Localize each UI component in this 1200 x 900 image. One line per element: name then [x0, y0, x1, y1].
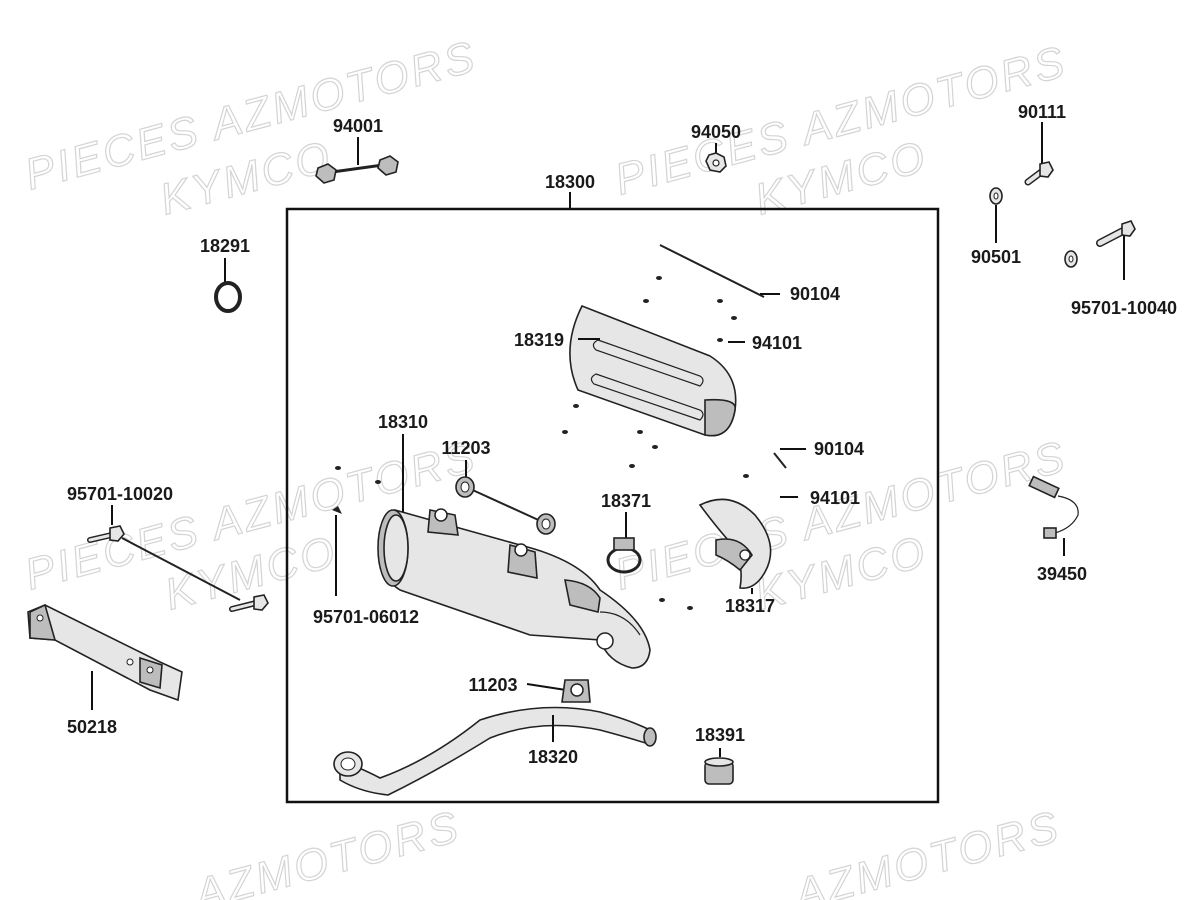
label-11203-b: 11203 — [468, 675, 517, 695]
svg-text:AZMOTORS: AZMOTORS — [187, 802, 466, 900]
part-18391-collar — [704, 748, 734, 785]
label-18317: 18317 — [725, 596, 775, 616]
part-39450-sensor — [1028, 475, 1079, 556]
label-18300: 18300 — [545, 172, 595, 192]
part-18317-end-cap — [659, 498, 772, 610]
label-95701-10040: 95701-10040 — [1071, 298, 1177, 318]
svg-text:AZMOTORS: AZMOTORS — [787, 802, 1066, 900]
label-94001: 94001 — [333, 116, 383, 136]
label-94101-a: 94101 — [752, 333, 802, 353]
assembly-frame — [285, 207, 940, 804]
part-90111-bolt — [1024, 122, 1054, 186]
label-94050: 94050 — [691, 122, 741, 142]
label-18319: 18319 — [514, 330, 564, 350]
part-18320-exhaust-pipe — [333, 706, 657, 796]
label-18391: 18391 — [695, 725, 745, 745]
label-90111: 90111 — [1018, 102, 1066, 122]
label-18371: 18371 — [601, 491, 651, 511]
label-50218: 50218 — [67, 717, 117, 737]
part-95701-10020-bolt — [87, 505, 269, 612]
label-18291: 18291 — [200, 236, 250, 256]
part-95701-06012-screw — [332, 506, 342, 596]
label-18310: 18310 — [378, 412, 428, 432]
part-18291-gasket — [214, 258, 242, 313]
part-94050-nut — [705, 143, 727, 173]
label-90104-a: 90104 — [790, 284, 840, 304]
label-11203-a: 11203 — [441, 438, 490, 458]
label-90104-b: 90104 — [814, 439, 864, 459]
part-18319-heat-shield — [562, 244, 765, 449]
part-90501-washer — [989, 187, 1003, 243]
label-94101-b: 94101 — [810, 488, 860, 508]
part-11203-mount-a — [455, 460, 556, 535]
part-18371-clamp — [606, 512, 642, 574]
part-95701-10040-bolt — [1064, 220, 1136, 280]
label-39450: 39450 — [1037, 564, 1087, 584]
label-90501: 90501 — [971, 247, 1021, 267]
label-95701-10020: 95701-10020 — [67, 484, 173, 504]
part-90104-screw-b — [629, 448, 806, 478]
watermark: PIECES AZMOTORS KYMCO PIECES AZMOTORS KY… — [19, 31, 1073, 900]
part-11203-mount-b — [526, 679, 591, 703]
part-94001-stay — [315, 137, 399, 184]
label-95701-06012: 95701-06012 — [313, 607, 419, 627]
part-50218-bracket — [27, 603, 183, 710]
part-18310-muffler — [335, 466, 651, 669]
label-18320: 18320 — [528, 747, 578, 767]
